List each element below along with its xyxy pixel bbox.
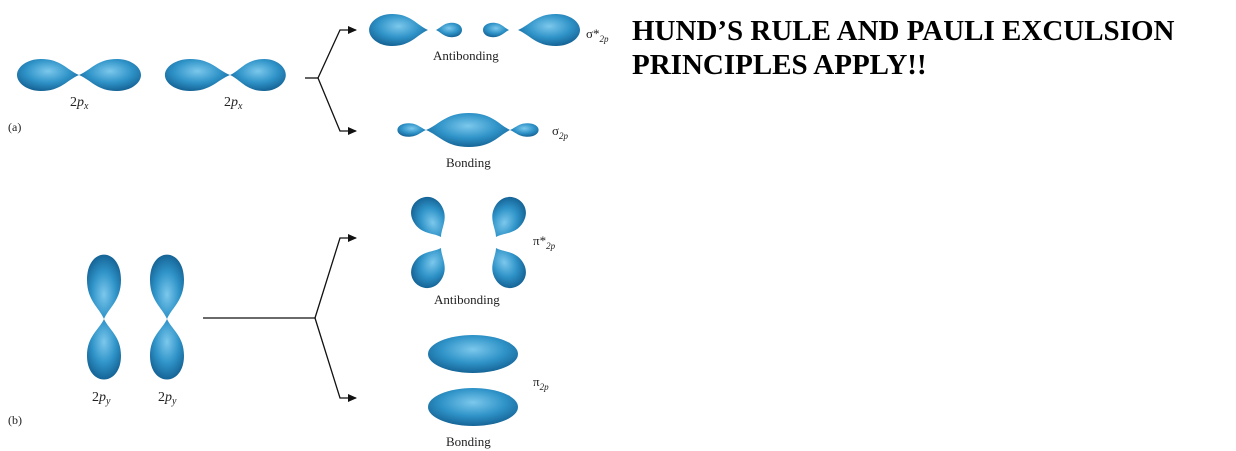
pi-symbol: π2p	[533, 374, 549, 392]
panel-b: 2py 2py (b) Antibonding π*2p Bonding	[8, 191, 556, 449]
orbital-diagram: 2px 2px (a) Antibonding σ*2p Bon	[8, 14, 609, 449]
atomic-orbital-2px-right	[164, 59, 286, 91]
sigma-symbol: σ2p	[552, 123, 569, 141]
pi-star-antibonding-orbital	[405, 191, 532, 294]
headline-line-1: HUND’S RULE AND PAULI EXCULSION	[632, 15, 1175, 47]
atomic-orbital-label-2py-right: 2py	[158, 390, 177, 407]
antibonding-caption-a: Antibonding	[433, 48, 499, 63]
bonding-caption-b: Bonding	[446, 434, 491, 449]
sigma-star-antibonding-orbital	[369, 14, 580, 46]
antibonding-caption-b: Antibonding	[434, 292, 500, 307]
pi-bonding-orbital	[428, 335, 518, 426]
atomic-orbital-label-left: 2px	[70, 95, 89, 112]
atomic-orbital-2px-left	[17, 59, 141, 91]
bonding-caption-a: Bonding	[446, 155, 491, 170]
sigma-bonding-orbital	[397, 113, 539, 147]
panel-b-label: (b)	[8, 413, 22, 427]
panel-a-label: (a)	[8, 120, 21, 134]
pi-star-symbol: π*2p	[533, 233, 556, 251]
atomic-orbital-label-right: 2px	[224, 95, 243, 112]
sigma-star-symbol: σ*2p	[586, 26, 609, 44]
atomic-orbital-2py-left	[87, 254, 121, 380]
atomic-orbital-2py-right	[150, 254, 184, 380]
headline: HUND’S RULE AND PAULI EXCULSION PRINCIPL…	[632, 14, 1232, 82]
splitting-arrows-a	[305, 26, 357, 135]
headline-line-2: PRINCIPLES APPLY!!	[632, 49, 927, 81]
panel-a: 2px 2px (a) Antibonding σ*2p Bon	[8, 14, 609, 170]
splitting-arrows-b	[203, 234, 357, 402]
atomic-orbital-label-2py-left: 2py	[92, 390, 111, 407]
